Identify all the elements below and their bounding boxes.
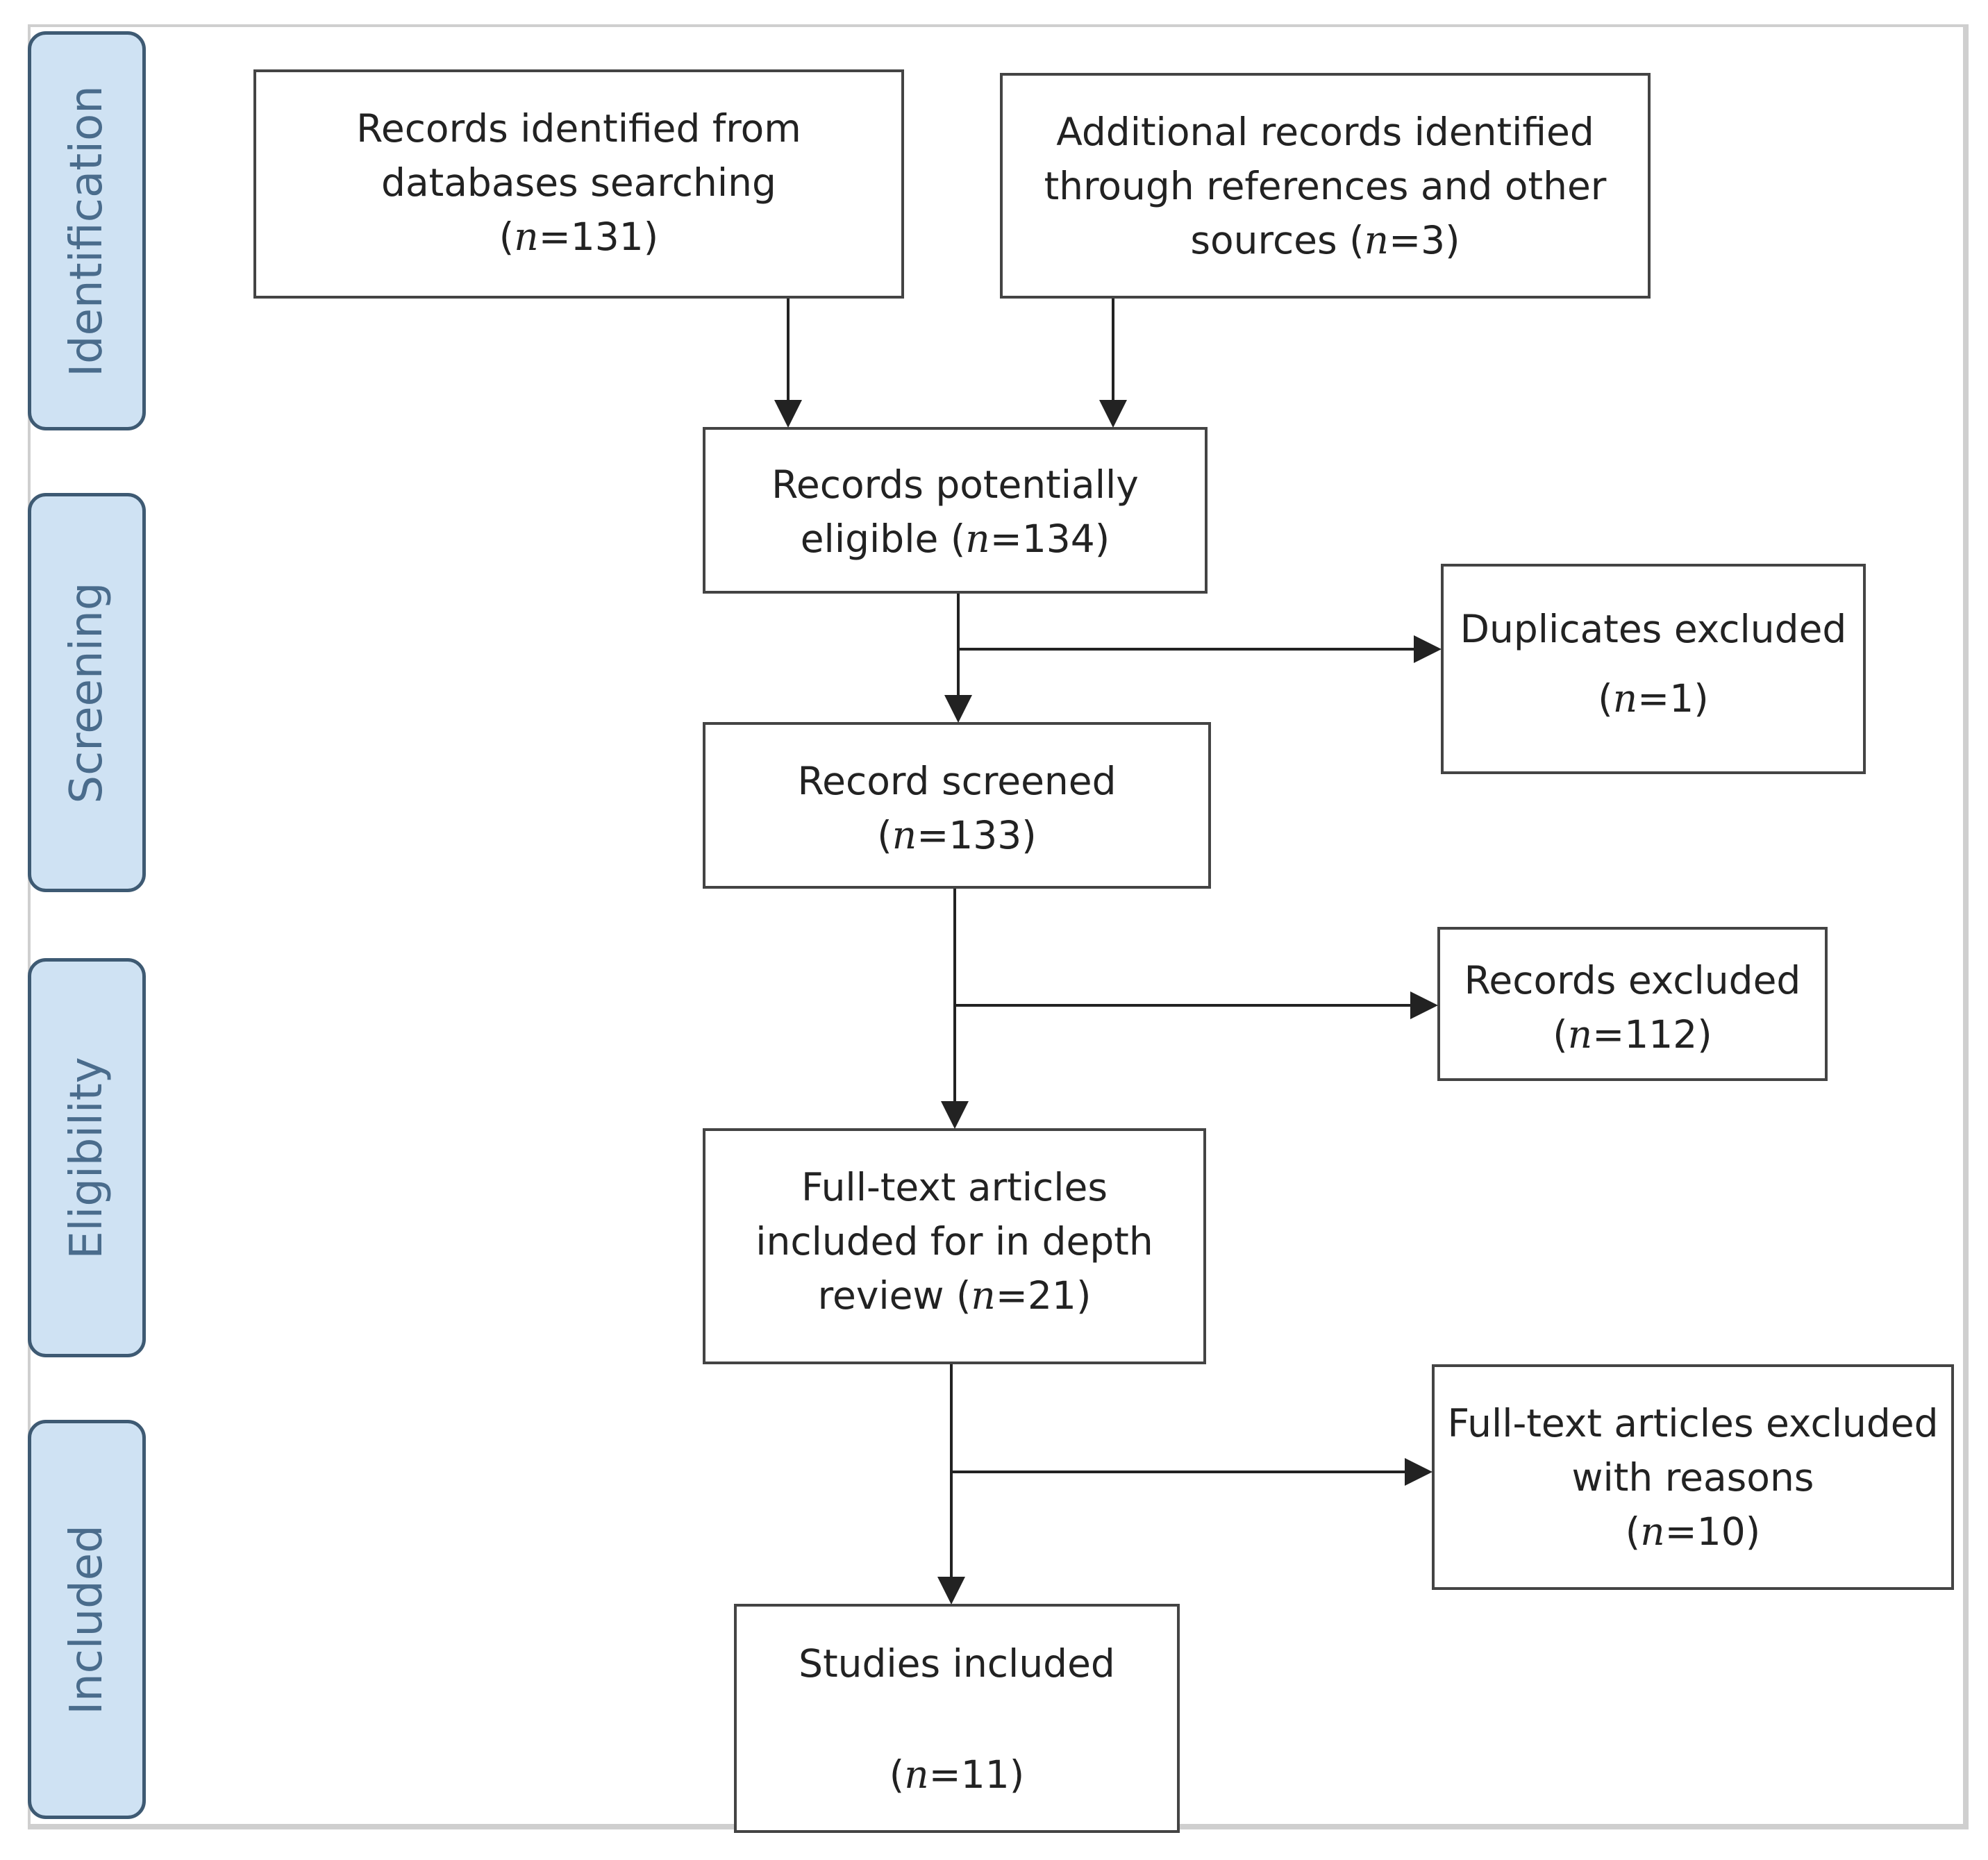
duplicates-count: (n=1) [1598, 676, 1709, 721]
ft-excluded-line-1: Full-text articles excluded [1447, 1401, 1939, 1446]
database-records-count: (n=131) [499, 215, 659, 259]
potential-line-1: Records potentially [771, 462, 1139, 507]
box-fulltext-excluded: Full-text articles excluded with reasons… [1432, 1364, 1954, 1590]
fulltext-line-2: included for in depth [755, 1219, 1153, 1264]
screened-line-1: Record screened [797, 759, 1117, 803]
screened-count: (n=133) [877, 813, 1037, 857]
studies-included-line-1: Studies included [799, 1641, 1115, 1686]
database-records-line-1: Records identified from [356, 106, 801, 151]
box-duplicates-excluded: Duplicates excluded (n=1) [1441, 564, 1866, 774]
box-database-records: Records identified from databases search… [253, 69, 904, 299]
additional-records-line-2: through references and other [1044, 164, 1607, 208]
additional-records-line-1: Additional records identified [1056, 110, 1594, 154]
box-record-screened: Record screened (n=133) [703, 722, 1211, 889]
box-records-potentially-eligible: Records potentially eligible (n=134) [703, 427, 1208, 594]
duplicates-line-1: Duplicates excluded [1460, 607, 1847, 651]
ft-excluded-line-2: with reasons [1571, 1455, 1814, 1500]
fulltext-count: review (n=21) [817, 1273, 1092, 1318]
additional-records-count: sources (n=3) [1190, 218, 1460, 262]
box-records-excluded: Records excluded (n=112) [1437, 927, 1828, 1081]
box-fulltext-included: Full-text articles included for in depth… [703, 1128, 1206, 1364]
ft-excluded-count: (n=10) [1625, 1509, 1761, 1554]
studies-included-count: (n=11) [889, 1752, 1025, 1797]
records-excluded-line-1: Records excluded [1464, 958, 1801, 1003]
phase-eligibility: Eligibility [28, 958, 146, 1357]
records-excluded-count: (n=112) [1553, 1012, 1712, 1057]
box-additional-records: Additional records identified through re… [1000, 73, 1651, 299]
phase-included: Included [28, 1420, 146, 1819]
database-records-line-2: databases searching [381, 160, 776, 205]
potential-count: eligible (n=134) [800, 517, 1110, 561]
phase-screening: Screening [28, 493, 146, 892]
phase-identification: Identification [28, 31, 146, 430]
fulltext-line-1: Full-text articles [801, 1165, 1108, 1209]
box-studies-included: Studies included (n=11) [734, 1604, 1180, 1833]
